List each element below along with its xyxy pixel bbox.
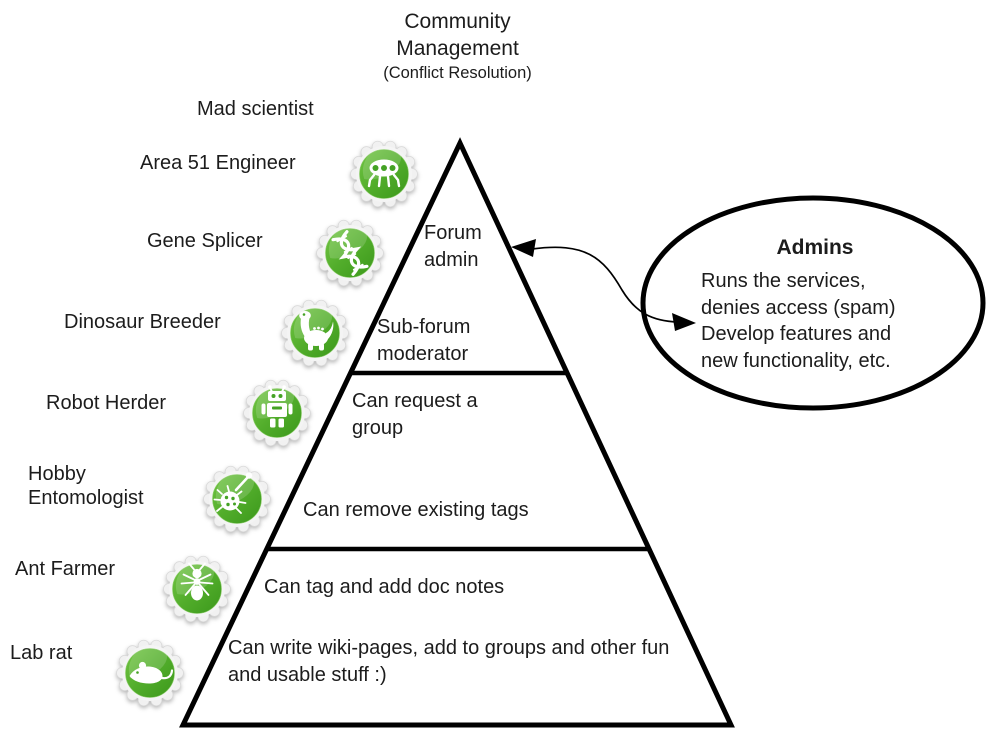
pyramid-level-subforum-moderator: Sub-forum moderator: [377, 316, 471, 365]
ant-icon: [180, 562, 214, 601]
rank-label-hobby-entomologist: Hobby Entomologist: [28, 463, 144, 509]
dinosaur-icon: [299, 310, 334, 351]
title-subtitle: (Conflict Resolution): [383, 64, 532, 82]
title-line-1: Community: [404, 10, 511, 33]
connector-arrow: [531, 246, 679, 323]
admins-callout-line: denies access (spam): [701, 296, 896, 319]
alien-icon: [367, 159, 401, 188]
gene-splicer-badge: [316, 219, 384, 287]
robot-icon: [261, 385, 293, 428]
area51-engineer-badge: [350, 140, 418, 208]
admins-ellipse: [640, 195, 986, 411]
rat-icon: [129, 661, 174, 684]
robot-herder-badge: [243, 379, 311, 447]
rank-label-gene-splicer: Gene Splicer: [147, 230, 263, 252]
pyramid-level-request-group: Can request a group: [352, 390, 478, 439]
admins-callout-line: new functionality, etc.: [701, 349, 891, 372]
admins-callout-body: Runs the services, denies access (spam) …: [701, 268, 896, 374]
rank-label-robot-herder: Robot Herder: [46, 392, 167, 414]
rank-label-dinosaur-breeder: Dinosaur Breeder: [64, 311, 221, 333]
rank-label-lab-rat: Lab rat: [10, 642, 73, 664]
diagram-title: Community Management (Conflict Resolutio…: [315, 8, 600, 83]
rank-label-area51-engineer: Area 51 Engineer: [140, 152, 296, 174]
pyramid-outline: [179, 137, 735, 728]
lab-rat-badge: [116, 639, 184, 707]
bug-icon: [213, 472, 253, 514]
pyramid-level-forum-admin: Forum admin: [424, 222, 482, 271]
ant-farmer-badge: [163, 555, 231, 623]
rank-label-ant-farmer: Ant Farmer: [15, 558, 116, 580]
rank-label-mad-scientist: Mad scientist: [197, 98, 314, 120]
admins-callout-heading: Admins: [776, 236, 854, 259]
hobby-entomologist-badge: [203, 465, 271, 533]
pyramid-level-tag-doc-notes: Can tag and add doc notes: [264, 576, 505, 598]
pyramid-level-remove-tags: Can remove existing tags: [303, 499, 529, 521]
dinosaur-breeder-badge: [281, 299, 349, 367]
pyramid-level-write-wiki: Can write wiki-pages, add to groups and …: [228, 637, 670, 686]
dna-icon: [331, 230, 369, 276]
arrowhead-left-icon: [511, 239, 536, 257]
arrowhead-right-icon: [672, 313, 696, 331]
title-line-2: Management: [396, 37, 519, 60]
admins-callout-line: Develop features and: [701, 323, 892, 345]
admins-callout-line: Runs the services,: [701, 270, 866, 292]
